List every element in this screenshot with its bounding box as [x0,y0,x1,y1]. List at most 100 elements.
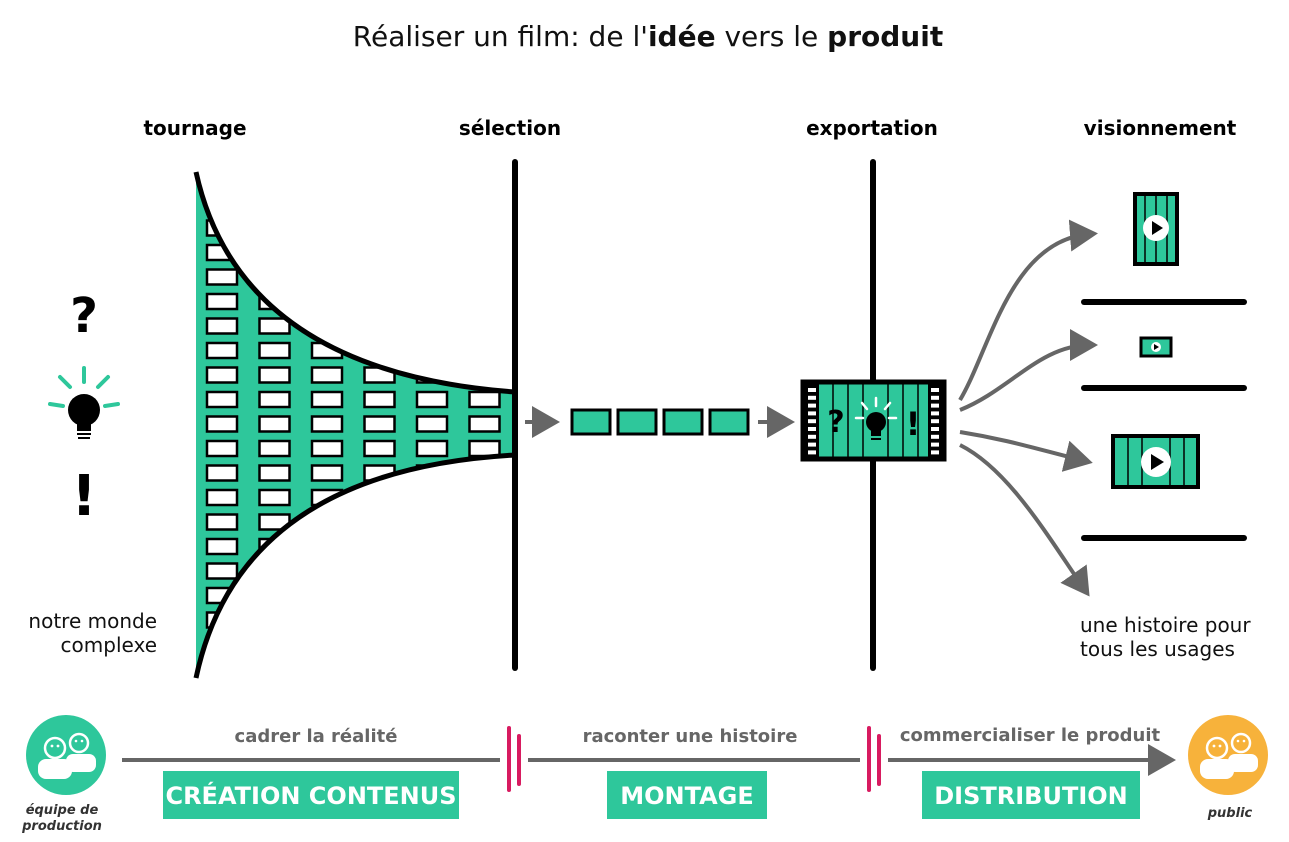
svg-text:CRÉATION CONTENUS: CRÉATION CONTENUS [165,781,456,810]
lightbulb-icon [48,366,120,439]
film-sprocket [931,434,939,439]
phase3-label: DISTRIBUTION [922,771,1140,819]
footage-frame [205,341,239,360]
footage-frame [415,341,449,360]
footage-frame [310,660,344,678]
footage-frame [205,488,239,507]
film-sprocket [931,411,939,416]
film-sprocket [931,388,939,392]
footage-frame [258,219,291,237]
footage-frame [205,635,239,654]
footage-frame [310,464,344,482]
footage-frame [415,317,449,335]
footage-frame [205,537,239,556]
footage-frame [468,194,501,213]
footage-frame [468,415,501,433]
footage-frame [363,268,396,286]
footage-frame [258,243,291,262]
production-team-label-2: production [21,819,102,834]
footage-frame [205,268,239,286]
timeline-separator-2 [867,726,881,792]
question-mark-icon: ? [70,288,98,344]
public-avatar [1188,715,1268,795]
page-title: Réaliser un film: de l'idée vers le prod… [353,20,943,53]
footage-frame [415,415,449,433]
footage-frame [258,268,291,286]
public-label: public [1207,806,1253,821]
footage-frame [468,292,501,311]
people-icon [38,732,96,779]
exported-film-frame: ? ! [800,379,947,462]
footage-frame [363,390,396,409]
footage-frame [310,439,344,458]
frame-exclamation-icon: ! [906,405,921,443]
stage-selection: sélection [459,116,561,140]
film-sprocket [808,395,816,400]
footage-frame [468,390,501,409]
footage-frame [468,439,501,458]
footage-frame [363,317,396,335]
footage-frame [415,439,449,458]
footage-frame [258,439,291,458]
footage-frame [310,415,344,433]
histoire-caption-1: une histoire pour [1080,613,1251,637]
footage-frame [258,488,291,507]
footage-frame [205,317,239,335]
film-sprocket [808,434,816,439]
footage-frame [310,219,344,237]
footage-frame [258,611,291,629]
footage-frame [310,611,344,629]
footage-frame [415,586,449,605]
footage-frame [468,537,501,556]
footage-frame [415,635,449,654]
film-sprocket [931,403,939,408]
stage-tournage: tournage [143,116,246,140]
footage-frame [205,390,239,409]
footage-frame [258,660,291,678]
frame-question-icon: ? [827,405,844,440]
footage-frame [310,366,344,384]
footage-frame [205,660,239,678]
footage-frame [468,513,501,531]
footage-frame [205,366,239,384]
film-sprocket [931,395,939,400]
footage-frame [310,562,344,580]
footage-frame [310,317,344,335]
phone-screen [1133,192,1179,266]
production-team-avatar [26,715,106,795]
exclamation-mark-icon: ! [71,464,97,529]
footage-frame [363,292,396,311]
footage-frame [415,513,449,531]
footage-frame [258,586,291,605]
footage-frame [363,513,396,531]
footage-frame [415,562,449,580]
phase1-label: CRÉATION CONTENUS [163,771,459,819]
film-sprocket [931,419,939,424]
footage-frame [363,586,396,605]
footage-frame [415,268,449,286]
footage-frame [258,562,291,580]
footage-frame [415,660,449,678]
footage-frame [468,611,501,629]
film-sprocket [808,450,816,455]
footage-frame [205,464,239,482]
footage-frame [415,292,449,311]
footage-frame [258,341,291,360]
footage-frame [468,366,501,384]
people-icon [1200,732,1258,779]
selected-clips [570,408,750,436]
small-screen [1139,336,1173,358]
footage-frame [258,415,291,433]
footage-frame [415,488,449,507]
footage-frame [258,390,291,409]
phase2-description: raconter une histoire [583,726,798,747]
phase2-label: MONTAGE [607,771,767,819]
footage-frame [363,537,396,556]
footage-frame [468,219,501,237]
footage-frame [363,488,396,507]
svg-text:MONTAGE: MONTAGE [620,782,754,810]
footage-frame [205,562,239,580]
footage-frame [258,194,291,213]
footage-frame [363,439,396,458]
